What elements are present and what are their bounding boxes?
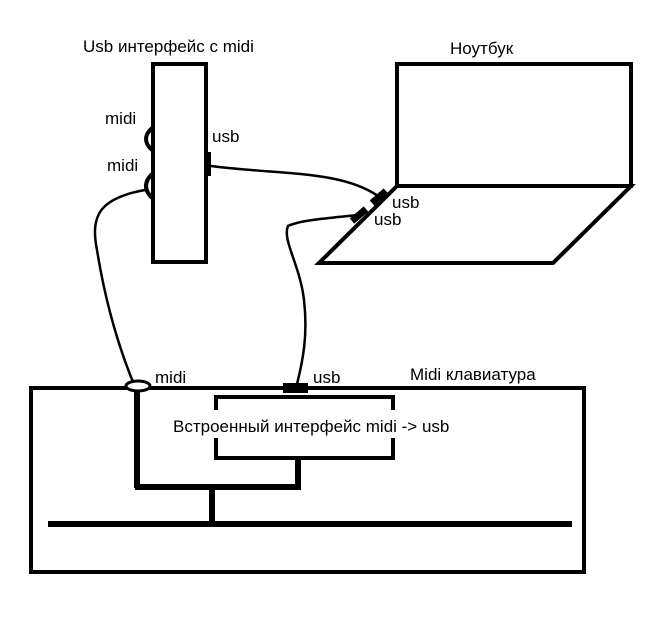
keyboard-midi-label: midi	[155, 368, 187, 387]
interface-midi-label-2: midi	[107, 156, 139, 175]
builtin-interface-label: Встроенный интерфейс midi -> usb	[171, 417, 452, 436]
laptop-screen	[395, 62, 633, 188]
laptop-usb-label-1: usb	[392, 193, 420, 212]
midi-keyboard-body	[29, 386, 586, 574]
cable-laptop-usb-to-keyboard	[285, 213, 359, 385]
cable-interface-midi-to-keyboard	[93, 188, 146, 383]
interface-midi-label-1: midi	[105, 109, 137, 128]
interface-midi-port-1	[144, 126, 154, 152]
laptop-usb-port-1	[369, 188, 389, 206]
keyboard-usb-port	[283, 383, 308, 393]
keyboard-title: Midi клавиатура	[410, 365, 536, 384]
keyboard-usb-label: usb	[313, 368, 341, 387]
interface-midi-port-2	[144, 172, 154, 200]
builtin-interface-box	[214, 395, 395, 460]
laptop-base	[314, 184, 636, 265]
laptop-usb-label-2: usb	[374, 210, 402, 229]
interface-usb-label: usb	[212, 127, 240, 146]
keyboard-midi-port	[124, 379, 152, 393]
cable-interface-usb-to-laptop	[210, 164, 379, 198]
laptop-usb-port-2	[349, 206, 369, 224]
usb-interface-title: Usb интерфейс с midi	[83, 37, 254, 56]
laptop-title: Ноутбук	[450, 39, 514, 58]
interface-usb-port	[206, 152, 211, 176]
usb-interface-box	[151, 62, 208, 264]
